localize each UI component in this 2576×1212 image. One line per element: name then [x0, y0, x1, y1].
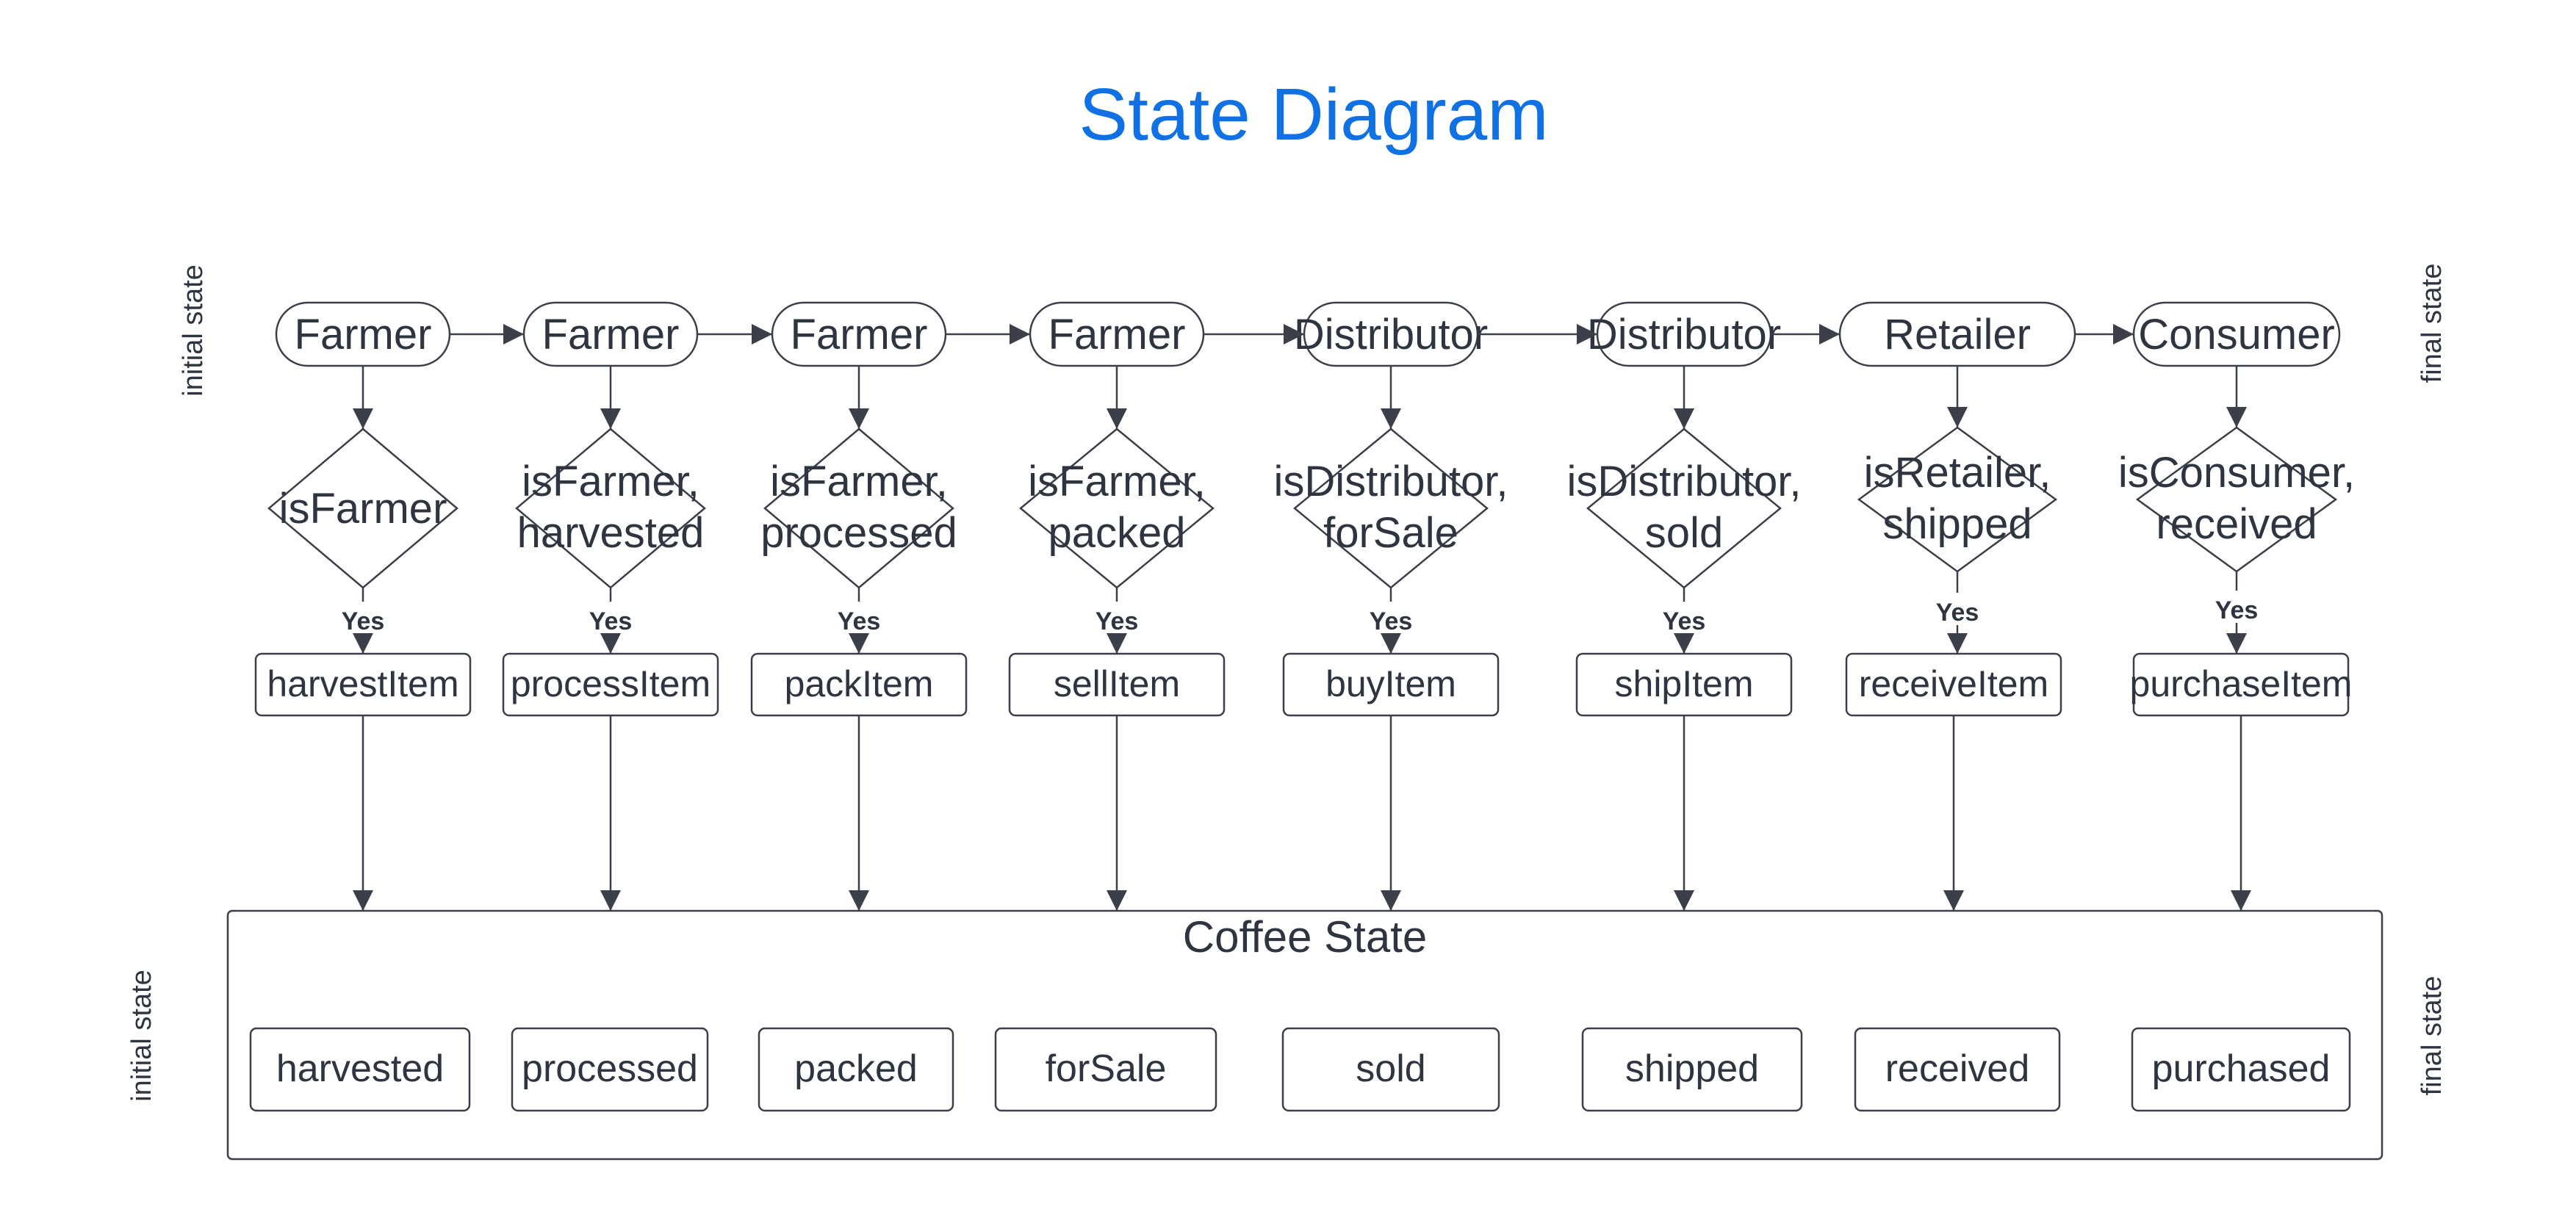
role-label: Farmer	[295, 311, 432, 358]
state-label: packed	[794, 1047, 918, 1090]
function-label: processItem	[511, 663, 710, 704]
state-box	[1281, 1027, 1500, 1112]
function-label: purchaseItem	[2130, 663, 2353, 704]
yes-label: Yes	[838, 607, 881, 635]
final-state-label-bottom: final state	[2417, 976, 2447, 1096]
condition-label-line-2: sold	[1645, 509, 1723, 557]
state-label: harvested	[276, 1047, 444, 1090]
state-box	[2131, 1027, 2351, 1112]
role-label: Distributor	[1294, 311, 1488, 358]
condition-label-line-1: isDistributor,	[1566, 458, 1801, 505]
coffee-state-title: Coffee State	[1183, 912, 1427, 962]
diagram-title: State Diagram	[1079, 73, 1548, 156]
yes-label: Yes	[1663, 607, 1706, 635]
yes-label: Yes	[342, 607, 385, 635]
function-label: sellItem	[1054, 663, 1180, 704]
condition-diamond	[1019, 428, 1215, 589]
function-label: receiveItem	[1859, 663, 2048, 704]
state-label: shipped	[1625, 1047, 1759, 1090]
yes-label: Yes	[1095, 607, 1139, 635]
function-label: harvestItem	[267, 663, 458, 704]
role-label: Retailer	[1884, 311, 2031, 358]
state-box	[1854, 1027, 2061, 1112]
role-label: Farmer	[791, 311, 928, 358]
state-label: sold	[1356, 1047, 1425, 1090]
role-label: Farmer	[1048, 311, 1186, 358]
function-label: packItem	[785, 663, 934, 704]
state-box	[1581, 1027, 1803, 1112]
condition-label-line-1: isDistributor,	[1273, 458, 1508, 505]
condition-label-line-2: shipped	[1882, 500, 2032, 548]
function-label: shipItem	[1615, 663, 1754, 704]
role-label: Distributor	[1587, 311, 1781, 358]
yes-label: Yes	[2215, 596, 2259, 624]
function-label: buyItem	[1325, 663, 1456, 704]
condition-label-line-1: isConsumer,	[2118, 449, 2355, 497]
initial-state-label-top: initial state	[178, 264, 209, 397]
state-label: received	[1885, 1047, 2030, 1090]
role-label: Farmer	[542, 311, 680, 358]
yes-label: Yes	[589, 607, 633, 635]
condition-label-line-2: harvested	[517, 509, 705, 557]
final-state-label-top: final state	[2417, 264, 2447, 383]
condition-label: isFarmer	[279, 485, 447, 533]
condition-label-line-1: isFarmer,	[522, 458, 699, 505]
yes-label: Yes	[1936, 599, 1979, 627]
condition-label-line-2: received	[2156, 500, 2317, 548]
yes-label: Yes	[1370, 607, 1413, 635]
state-label: forSale	[1046, 1047, 1167, 1090]
condition-diamond	[1586, 428, 1782, 589]
condition-label-line-2: processed	[760, 509, 957, 557]
condition-diamond	[763, 428, 954, 589]
initial-state-label-bottom: initial state	[126, 970, 157, 1102]
state-box	[511, 1027, 709, 1112]
condition-label-line-2: packed	[1048, 509, 1185, 557]
condition-diamond	[515, 428, 706, 589]
state-box	[758, 1027, 954, 1112]
state-box	[994, 1027, 1217, 1112]
condition-label-line-1: isRetailer,	[1864, 449, 2051, 497]
condition-label-line-1: isFarmer,	[770, 458, 948, 505]
state-label: purchased	[2152, 1047, 2331, 1090]
condition-label-line-2: forSale	[1323, 509, 1458, 557]
state-label: processed	[522, 1047, 698, 1090]
condition-label-line-1: isFarmer,	[1028, 458, 1206, 505]
condition-diamond	[1293, 428, 1489, 589]
state-box	[249, 1027, 471, 1112]
role-label: Consumer	[2138, 311, 2335, 358]
